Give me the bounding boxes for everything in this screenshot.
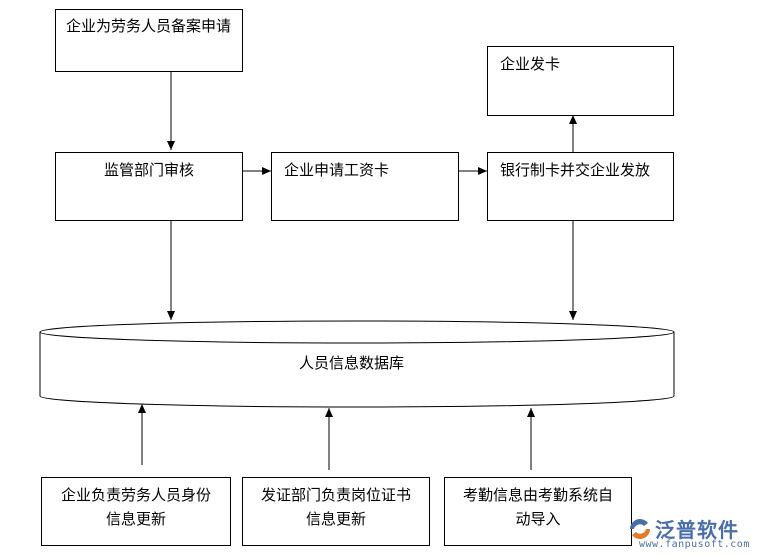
node-attendance-import: 考勤信息由考勤系统自动导入 bbox=[444, 477, 632, 546]
node-company-filing-text: 企业为劳务人员备案申请 bbox=[66, 17, 232, 35]
node-apply-salary-card: 企业申请工资卡 bbox=[271, 152, 459, 221]
database-cylinder bbox=[39, 320, 675, 408]
node-supervision-review-text: 监管部门审核 bbox=[103, 161, 194, 179]
node-supervision-review: 监管部门审核 bbox=[55, 152, 243, 221]
node-company-issue-card: 企业发卡 bbox=[487, 46, 674, 116]
watermark-url: www.fanpusoft.com bbox=[639, 539, 750, 550]
node-company-identity-update: 企业负责劳务人员身份信息更新 bbox=[41, 477, 231, 546]
node-attendance-import-text: 考勤信息由考勤系统自动导入 bbox=[462, 486, 613, 528]
node-company-filing: 企业为劳务人员备案申请 bbox=[55, 9, 243, 72]
node-cert-dept-update: 发证部门负责岗位证书信息更新 bbox=[242, 477, 430, 546]
node-cert-dept-update-text: 发证部门负责岗位证书信息更新 bbox=[261, 486, 412, 528]
node-bank-issue: 银行制卡并交企业发放 bbox=[487, 152, 674, 221]
node-bank-issue-text: 银行制卡并交企业发放 bbox=[500, 161, 651, 179]
node-company-issue-card-text: 企业发卡 bbox=[500, 55, 561, 73]
node-apply-salary-card-text: 企业申请工资卡 bbox=[284, 161, 390, 179]
node-company-identity-update-text: 企业负责劳务人员身份信息更新 bbox=[60, 486, 211, 528]
watermark: 泛普软件 www.fanpusoft.com bbox=[627, 514, 755, 552]
fanpu-logo-icon bbox=[630, 519, 650, 539]
watermark-name: 泛普软件 bbox=[655, 518, 739, 542]
database-label: 人员信息数据库 bbox=[299, 354, 405, 372]
